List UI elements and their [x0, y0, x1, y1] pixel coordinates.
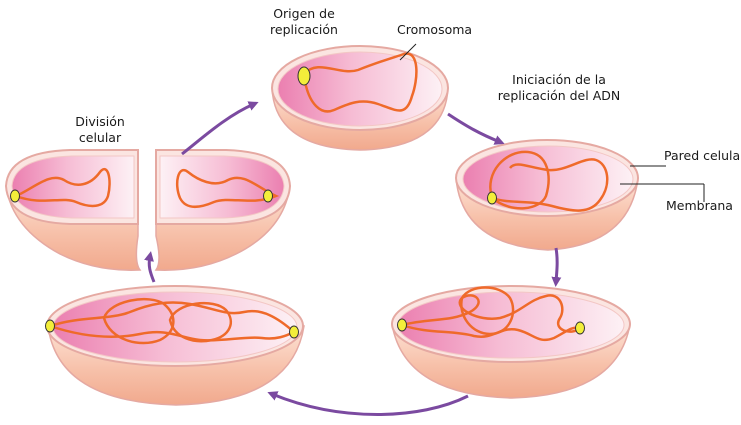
cell-stage-5 [6, 150, 290, 270]
initiation-label-line1: Iniciación de la [496, 72, 622, 88]
origin-right [264, 190, 273, 202]
cell-wall-label: Pared celular [664, 148, 741, 164]
origin-left [11, 190, 20, 202]
origin-left [46, 320, 55, 332]
arrow-division-to-stage1 [182, 104, 254, 154]
origin-label-line1: Origen de [268, 6, 340, 22]
cell-stage-3 [392, 286, 630, 398]
cell-stage-2 [456, 140, 638, 250]
cell-membrane [278, 52, 442, 126]
cell-stage-1 [272, 46, 448, 150]
origin-label-line2: replicación [268, 22, 340, 38]
arrow-stage1-to-stage2 [448, 114, 500, 142]
origin-right [290, 326, 299, 338]
division-label-line1: División [62, 114, 138, 130]
origin-of-replication [298, 67, 310, 85]
origin-right [576, 322, 585, 334]
daughter-cell-right-membrane [160, 156, 284, 218]
arrow-stage4-to-stage5 [149, 256, 154, 282]
chromosome-label: Cromosoma [397, 22, 472, 38]
arrow-stage3-to-stage4 [272, 394, 468, 415]
arrow-stage2-to-stage3 [556, 248, 557, 282]
division-label-line2: celular [62, 130, 138, 146]
initiation-label-line2: replicación del ADN [496, 88, 622, 104]
membrane-label: Membrana [666, 198, 733, 214]
origin-of-replication [488, 192, 497, 204]
cell-stage-4 [46, 286, 305, 405]
origin-left [398, 319, 407, 331]
